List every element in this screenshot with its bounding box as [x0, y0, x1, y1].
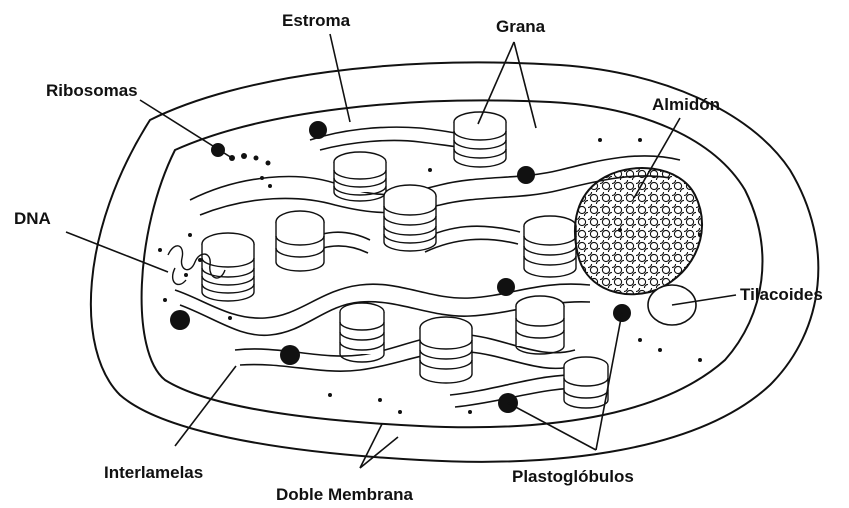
label-ribosomas: Ribosomas — [46, 81, 138, 100]
label-estroma: Estroma — [282, 11, 351, 30]
granum — [420, 317, 472, 383]
granum — [516, 296, 564, 354]
granum — [276, 211, 324, 271]
leader-interlamelas — [175, 366, 236, 446]
label-doble-membrana: Doble Membrana — [276, 485, 414, 504]
leader-ribosomas — [140, 100, 232, 158]
starch-granule — [575, 168, 702, 294]
label-almidon: Almidón — [652, 95, 720, 114]
leader-grana-2 — [514, 42, 536, 128]
leader-grana-1 — [478, 42, 514, 124]
granum — [340, 303, 384, 362]
label-interlamelas: Interlamelas — [104, 463, 203, 482]
label-tilacoides: Tilacoides — [740, 285, 823, 304]
label-plastoglobulos: Plastoglóbulos — [512, 467, 634, 486]
leader-doble-membrana-1 — [360, 424, 382, 468]
grana-stacks — [202, 112, 608, 408]
granum — [524, 216, 576, 277]
granum — [384, 185, 436, 251]
leader-dna — [66, 232, 168, 272]
leader-doble-membrana-2 — [360, 437, 398, 468]
granum — [564, 357, 608, 408]
labels: Estroma Grana Ribosomas Almidón DNA Tila… — [14, 11, 823, 504]
label-dna: DNA — [14, 209, 51, 228]
label-grana: Grana — [496, 17, 546, 36]
